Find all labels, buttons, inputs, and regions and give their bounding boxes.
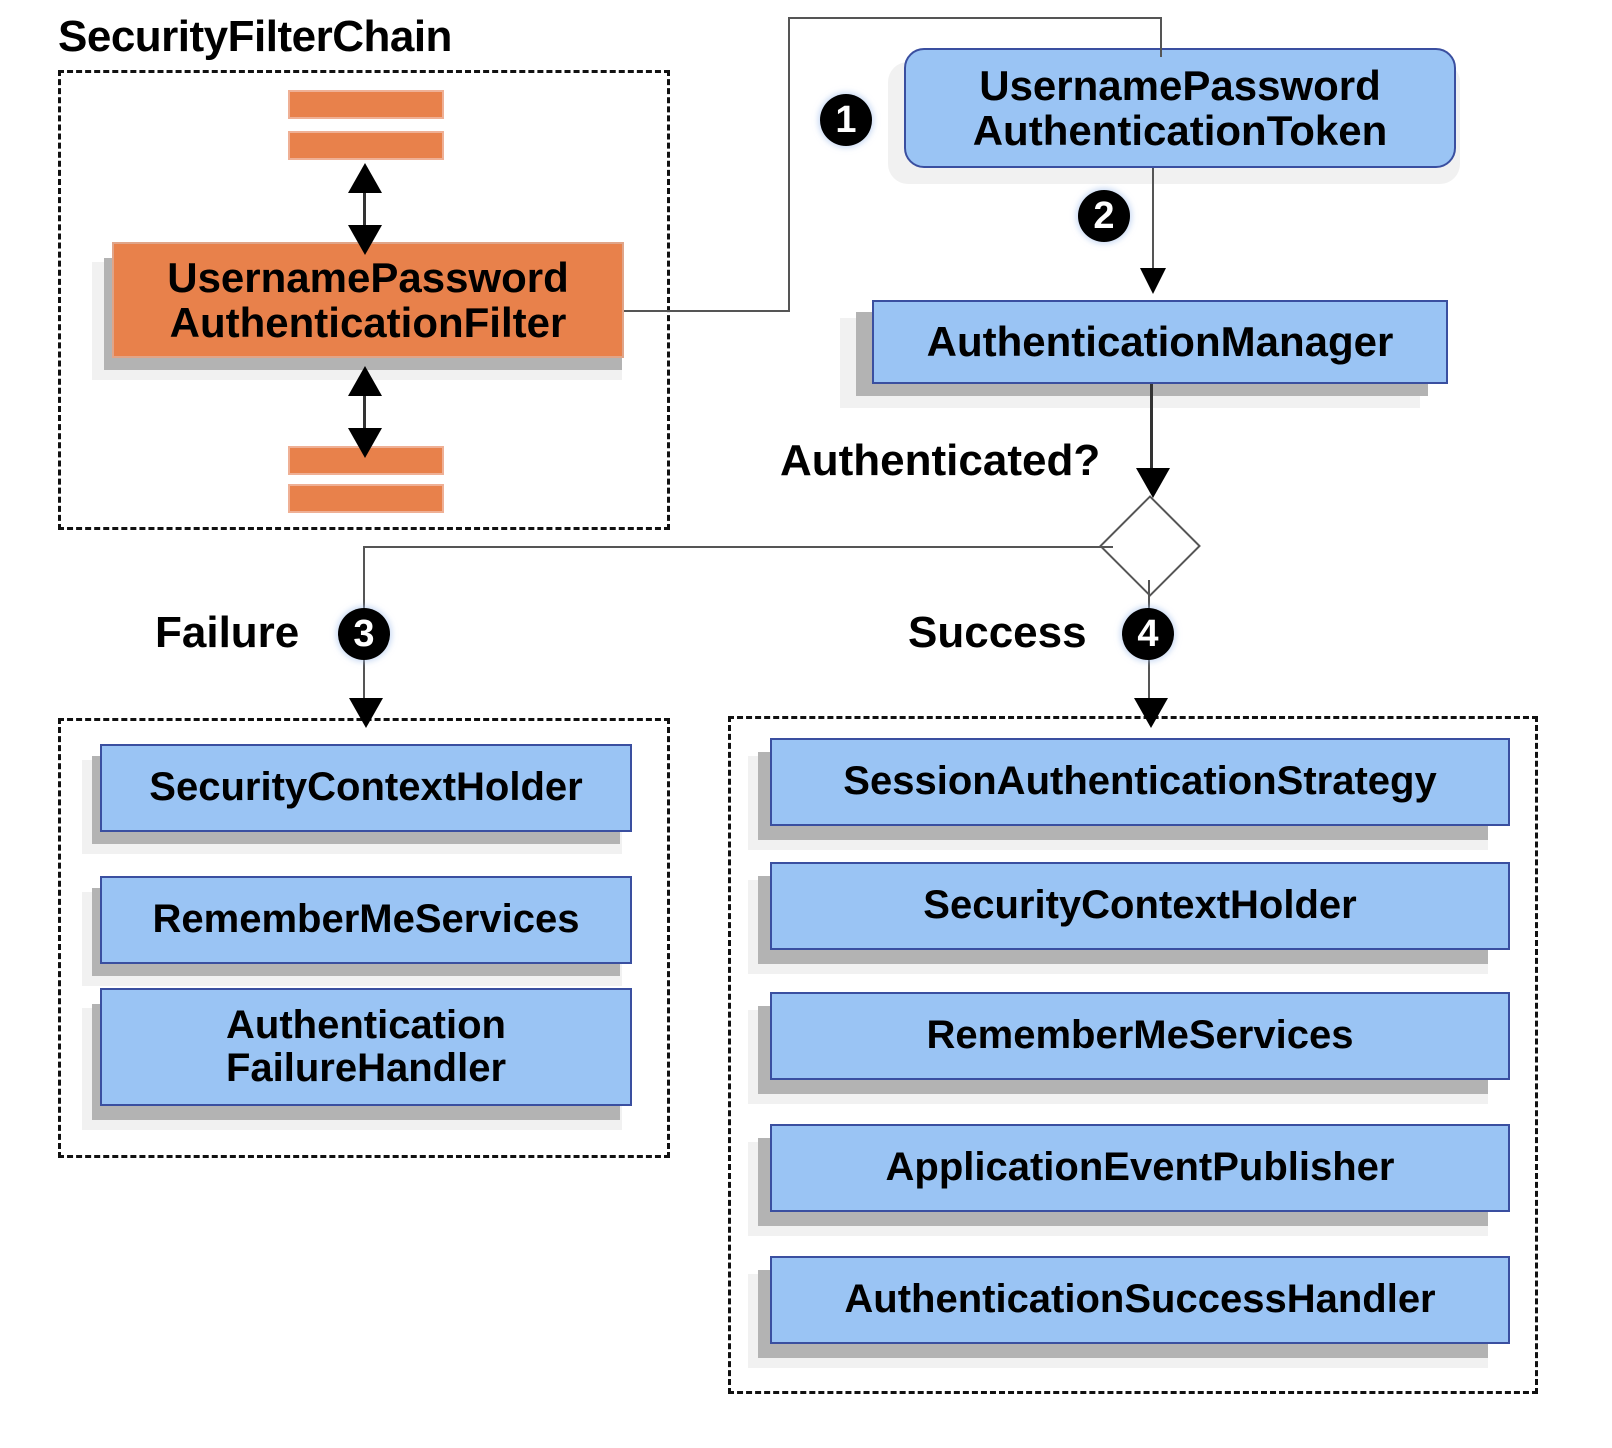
- token-node-line-2: AuthenticationToken: [972, 107, 1388, 154]
- token-node-line-1: UsernamePassword: [979, 61, 1381, 109]
- success-item-authentication-success-handler[interactable]: AuthenticationSuccessHandler: [770, 1256, 1510, 1344]
- filter-to-token-segment-horizontal-upper: [788, 17, 1162, 19]
- filter-strip-top-1: [288, 90, 444, 119]
- username-password-authentication-filter-node[interactable]: UsernamePassword AuthenticationFilter: [112, 242, 624, 358]
- failure-item-3-line-1: Authentication: [226, 1002, 506, 1047]
- authenticated-decision-diamond: [1099, 495, 1201, 597]
- success-item-4-label: ApplicationEventPublisher: [885, 1145, 1395, 1190]
- success-item-3-label: RememberMeServices: [926, 1013, 1354, 1058]
- failure-item-3-line-2: FailureHandler: [225, 1046, 507, 1090]
- badge-4: 4: [1122, 608, 1174, 660]
- arrow-down-bottom-icon: [348, 428, 382, 458]
- arrow-up-top-icon: [348, 163, 382, 193]
- success-item-remember-me-services[interactable]: RememberMeServices: [770, 992, 1510, 1080]
- success-branch-label: Success: [908, 608, 1087, 657]
- success-item-security-context-holder[interactable]: SecurityContextHolder: [770, 862, 1510, 950]
- badge-2: 2: [1078, 190, 1130, 242]
- failure-branch-label: Failure: [155, 608, 300, 657]
- success-item-2-label: SecurityContextHolder: [923, 883, 1357, 928]
- filter-to-token-segment-vertical: [788, 17, 790, 312]
- arrow-up-bottom-icon: [348, 366, 382, 396]
- failure-item-authentication-failure-handler[interactable]: Authentication FailureHandler: [100, 988, 632, 1106]
- filter-node-line-1: UsernamePassword: [167, 253, 569, 301]
- failure-item-1-label: SecurityContextHolder: [149, 765, 583, 810]
- authenticated-decision-label: Authenticated?: [780, 436, 1101, 485]
- badge-1: 1: [820, 94, 872, 146]
- badge-3: 3: [338, 608, 390, 660]
- failure-item-2-label: RememberMeServices: [152, 897, 580, 942]
- filter-strip-top-2: [288, 131, 444, 160]
- manager-to-decision-line: [1150, 384, 1153, 476]
- failure-item-security-context-holder[interactable]: SecurityContextHolder: [100, 744, 632, 832]
- authentication-manager-node[interactable]: AuthenticationManager: [872, 300, 1448, 384]
- manager-node-label: AuthenticationManager: [926, 318, 1394, 366]
- decision-branch-horizontal-line: [363, 546, 1113, 548]
- token-entry-line: [1160, 17, 1162, 57]
- security-filter-chain-title: SecurityFilterChain: [58, 12, 452, 61]
- arrow-failure-branch-icon: [349, 698, 383, 728]
- arrow-down-top-icon: [348, 225, 382, 255]
- failure-item-remember-me-services[interactable]: RememberMeServices: [100, 876, 632, 964]
- security-filter-chain-container: [58, 70, 670, 530]
- success-item-5-label: AuthenticationSuccessHandler: [844, 1277, 1436, 1322]
- success-item-application-event-publisher[interactable]: ApplicationEventPublisher: [770, 1124, 1510, 1212]
- success-item-session-authentication-strategy[interactable]: SessionAuthenticationStrategy: [770, 738, 1510, 826]
- filter-to-token-segment-horizontal-lower: [624, 310, 790, 312]
- token-to-manager-line: [1152, 168, 1154, 276]
- filter-connector-bottom-line: [363, 380, 366, 438]
- arrow-success-branch-icon: [1134, 698, 1168, 728]
- filter-strip-bottom-2: [288, 484, 444, 513]
- filter-node-line-2: AuthenticationFilter: [169, 299, 567, 346]
- filter-connector-top-line: [363, 180, 366, 238]
- success-group-container: [728, 716, 1538, 1394]
- arrow-token-to-manager-icon: [1140, 268, 1166, 294]
- username-password-authentication-token-node[interactable]: UsernamePassword AuthenticationToken: [904, 48, 1456, 168]
- arrow-manager-to-decision-icon: [1136, 468, 1170, 498]
- success-item-1-label: SessionAuthenticationStrategy: [843, 759, 1437, 804]
